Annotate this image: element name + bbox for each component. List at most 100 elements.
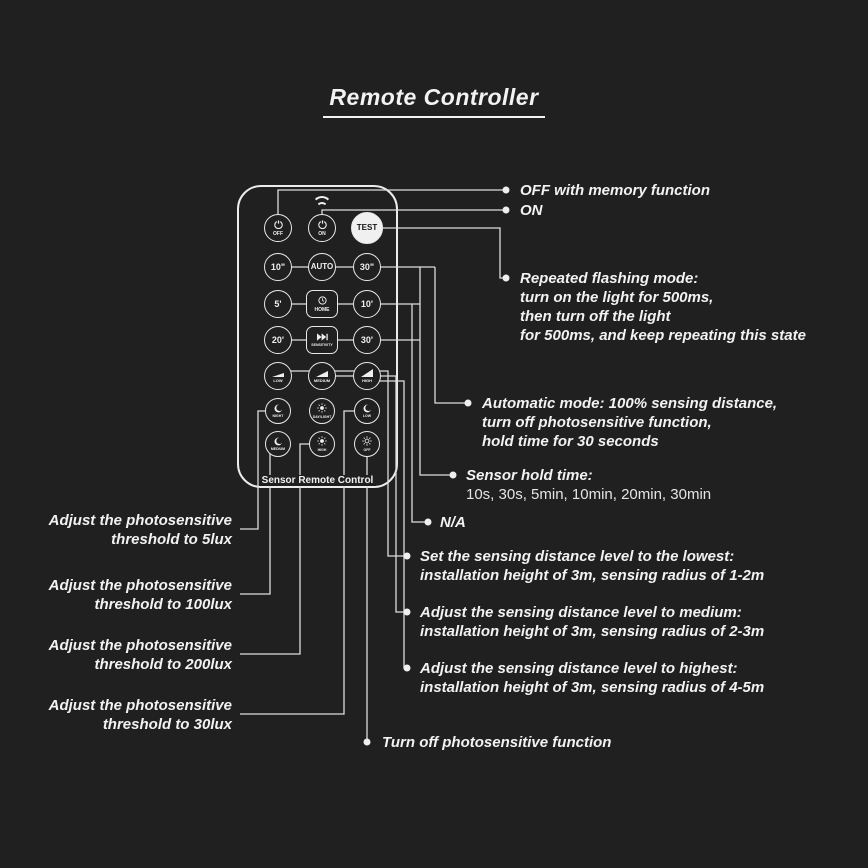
annotation-text: Adjust the sensing distance level to hig… bbox=[420, 660, 738, 677]
power-icon bbox=[273, 219, 283, 231]
distance-low-label: LOW bbox=[273, 378, 283, 383]
time-20min-button[interactable]: 20' bbox=[264, 326, 292, 354]
annotation-lux100: Adjust the photosensitive threshold to 1… bbox=[32, 576, 232, 614]
annotation-text: installation height of 3m, sensing radiu… bbox=[420, 567, 765, 584]
annotation-text: Adjust the photosensitive bbox=[48, 697, 232, 714]
annotation-text: 10s, 30s, 5min, 10min, 20min, 30min bbox=[466, 486, 712, 503]
annotation-photosensitive-off: Turn off photosensitive function bbox=[382, 733, 611, 752]
annotation-text: hold time for 30 seconds bbox=[482, 433, 659, 450]
annotation-hold-time: Sensor hold time: 10s, 30s, 5min, 10min,… bbox=[466, 466, 711, 504]
dot-holdtime bbox=[449, 471, 457, 479]
lux-low-button-label: LOW bbox=[362, 414, 372, 418]
annotation-text: Automatic mode: 100% sensing distance, bbox=[482, 395, 778, 412]
page-title: Remote Controller bbox=[323, 84, 545, 118]
annotation-text: threshold to 100lux bbox=[94, 596, 232, 613]
time-10s-button[interactable]: 10" bbox=[264, 253, 292, 281]
annotation-lux200: Adjust the photosensitive threshold to 2… bbox=[32, 636, 232, 674]
time-10min-button[interactable]: 10' bbox=[353, 290, 381, 318]
signal-wave-inner-icon bbox=[316, 202, 328, 214]
annotation-text: Sensor hold time: bbox=[466, 467, 593, 484]
sensitivity-button[interactable]: SENSITIVITY bbox=[306, 326, 338, 354]
distance-high-button[interactable]: HIGH bbox=[353, 362, 381, 390]
annotation-text: then turn off the light bbox=[520, 308, 671, 325]
auto-button-label: AUTO bbox=[310, 262, 334, 271]
line-na bbox=[411, 304, 428, 523]
line-lux5 bbox=[240, 410, 265, 530]
dot-distance-medium bbox=[403, 608, 411, 616]
annotation-flashing-mode: Repeated flashing mode: turn on the ligh… bbox=[520, 269, 806, 345]
fast-forward-icon bbox=[316, 333, 328, 343]
annotation-lux30: Adjust the photosensitive threshold to 3… bbox=[32, 696, 232, 734]
ramp-low-icon bbox=[272, 369, 284, 378]
annotation-na: N/A bbox=[440, 513, 466, 532]
remote-bottom-label: Sensor Remote Control bbox=[237, 470, 398, 488]
line-lux30 bbox=[240, 410, 355, 715]
time-5min-label: 5' bbox=[274, 298, 282, 309]
annotation-off-memory: OFF with memory function bbox=[520, 181, 710, 200]
line-auto bbox=[434, 267, 468, 404]
signal-wave-outer-icon bbox=[312, 196, 332, 216]
distance-medium-button[interactable]: MEDIUM bbox=[308, 362, 336, 390]
annotation-text: Set the sensing distance level to the lo… bbox=[420, 548, 735, 565]
time-30s-button[interactable]: 30" bbox=[353, 253, 381, 281]
dot-on bbox=[502, 206, 510, 214]
time-10s-label: 10" bbox=[270, 261, 286, 272]
time-10min-label: 10' bbox=[360, 298, 374, 309]
sun-icon bbox=[362, 436, 372, 448]
lux-low-button[interactable]: LOW bbox=[354, 398, 380, 424]
annotation-text: Repeated flashing mode: bbox=[520, 270, 699, 287]
annotation-text: Adjust the sensing distance level to med… bbox=[420, 604, 742, 621]
moon-icon bbox=[274, 404, 283, 415]
annotation-text: installation height of 3m, sensing radiu… bbox=[420, 679, 765, 696]
sun-icon bbox=[317, 436, 327, 448]
dot-photo-off bbox=[363, 738, 371, 746]
annotation-text: N/A bbox=[440, 514, 466, 531]
off-button[interactable]: OFF bbox=[264, 214, 292, 242]
annotation-lux5: Adjust the photosensitive threshold to 5… bbox=[32, 511, 232, 549]
lux-medium-button[interactable]: MEDIUM bbox=[265, 431, 291, 457]
dot-auto bbox=[464, 399, 472, 407]
time-5min-button[interactable]: 5' bbox=[264, 290, 292, 318]
auto-button[interactable]: AUTO bbox=[308, 253, 336, 281]
test-button-label: TEST bbox=[356, 223, 378, 232]
photosensitive-off-button[interactable]: OFF bbox=[354, 431, 380, 457]
photosensitive-off-button-label: OFF bbox=[363, 447, 371, 452]
ramp-high-icon bbox=[361, 369, 373, 378]
night-button[interactable]: NIGHT bbox=[265, 398, 291, 424]
on-button[interactable]: ON bbox=[308, 214, 336, 242]
dot-distance-high bbox=[403, 664, 411, 672]
distance-low-button[interactable]: LOW bbox=[264, 362, 292, 390]
dot-test bbox=[502, 274, 510, 282]
moon-icon bbox=[363, 404, 372, 415]
time-30min-button[interactable]: 30' bbox=[353, 326, 381, 354]
distance-medium-label: MEDIUM bbox=[313, 378, 331, 383]
clock-icon bbox=[317, 295, 327, 307]
dot-distance-low bbox=[403, 552, 411, 560]
annotation-text: for 500ms, and keep repeating this state bbox=[520, 327, 806, 344]
time-30min-label: 30' bbox=[360, 334, 374, 345]
annotation-text: Adjust the photosensitive bbox=[48, 577, 232, 594]
annotation-text: turn off photosensitive function, bbox=[482, 414, 712, 431]
title-wrap: Remote Controller bbox=[0, 84, 868, 118]
annotation-distance-lowest: Set the sensing distance level to the lo… bbox=[420, 547, 764, 585]
line-lux100 bbox=[240, 450, 271, 595]
test-button[interactable]: TEST bbox=[351, 212, 383, 244]
annotation-text: threshold to 200lux bbox=[94, 656, 232, 673]
annotation-text: installation height of 3m, sensing radiu… bbox=[420, 623, 765, 640]
moon-icon bbox=[274, 437, 283, 448]
time-30s-label: 30" bbox=[359, 261, 375, 272]
ramp-medium-icon bbox=[316, 369, 328, 378]
home-button-label: HOME bbox=[314, 306, 330, 313]
distance-high-label: HIGH bbox=[362, 378, 372, 383]
annotation-on: ON bbox=[520, 201, 543, 220]
annotation-text: turn on the light for 500ms, bbox=[520, 289, 714, 306]
remote-bottom-label-text: Sensor Remote Control bbox=[258, 475, 377, 486]
lux-high-button[interactable]: HIGH bbox=[309, 431, 335, 457]
off-button-label: OFF bbox=[273, 230, 283, 237]
time-20min-label: 20' bbox=[271, 334, 285, 345]
daylight-button[interactable]: DAY/LIGHT bbox=[309, 398, 335, 424]
home-button[interactable]: HOME bbox=[306, 290, 338, 318]
annotation-text: threshold to 30lux bbox=[102, 716, 232, 733]
